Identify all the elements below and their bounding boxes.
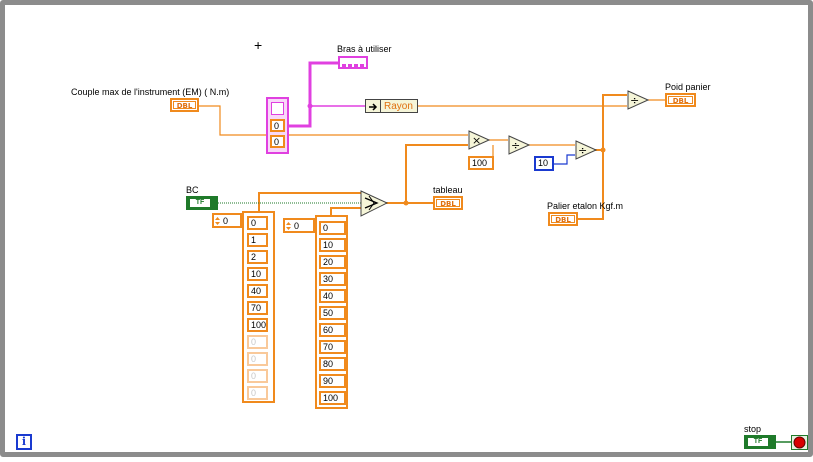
stop-label: stop <box>744 424 762 434</box>
wire-interp-up <box>405 144 468 203</box>
cluster-constant[interactable]: 0 0 <box>266 97 289 154</box>
poid-panier-indicator[interactable]: DBL <box>665 93 696 107</box>
multiply-function[interactable]: × <box>468 130 490 150</box>
array-1-empty-element[interactable]: 0 <box>247 352 268 366</box>
couple-max-control[interactable]: DBL <box>170 98 199 112</box>
bc-label: BC <box>186 185 199 195</box>
dbl-type-label: DBL <box>555 216 571 224</box>
array-2-element[interactable]: 80 <box>319 357 346 371</box>
iteration-info-icon[interactable]: i <box>16 434 32 450</box>
cursor-crosshair-icon: + <box>254 37 263 53</box>
array-2-element[interactable]: 60 <box>319 323 346 337</box>
poid-panier-label: Poid panier <box>665 82 711 92</box>
divide-function-1[interactable]: ÷ <box>508 135 530 155</box>
array-2-index-value[interactable]: 0 <box>294 221 300 231</box>
array-1-element[interactable]: 70 <box>247 301 268 315</box>
cluster-icon <box>342 64 364 68</box>
array-2-element[interactable]: 40 <box>319 289 346 303</box>
array-2-element[interactable]: 0 <box>319 221 346 235</box>
rayon-unbundle-node[interactable]: Rayon <box>365 99 418 113</box>
array-1-empty-element[interactable]: 0 <box>247 335 268 349</box>
wire-cluster-to-bras <box>289 61 338 128</box>
array-1-constant[interactable]: 0 1 2 10 40 70 100 0 0 0 0 <box>242 211 275 403</box>
wire-junction-orange-2 <box>600 147 606 153</box>
array-2-index[interactable]: 0 <box>283 218 315 233</box>
array-1-element[interactable]: 100 <box>247 318 268 332</box>
array-1-element[interactable]: 40 <box>247 284 268 298</box>
constant-10[interactable]: 10 <box>534 156 554 171</box>
bc-boolean-control[interactable]: TF <box>186 196 218 210</box>
divide-function-3[interactable]: ÷ <box>627 90 649 110</box>
cluster-value-2[interactable]: 0 <box>270 135 285 148</box>
divide-icon: ÷ <box>578 144 587 157</box>
bras-indicator[interactable] <box>338 56 368 69</box>
array-1-element[interactable]: 0 <box>247 216 268 230</box>
divide-function-2[interactable]: ÷ <box>575 140 597 160</box>
constant-100[interactable]: 100 <box>468 156 494 170</box>
palier-label: Palier etalon Kgf.m <box>547 201 624 211</box>
array-2-element[interactable]: 20 <box>319 255 346 269</box>
tableau-indicator[interactable]: DBL <box>433 196 463 210</box>
array-1-index-value[interactable]: 0 <box>223 216 229 226</box>
array-2-element[interactable]: 10 <box>319 238 346 252</box>
dbl-type-label: DBL <box>440 200 456 208</box>
rayon-label: Rayon <box>384 101 413 112</box>
loop-condition-terminal[interactable] <box>791 435 808 450</box>
dbl-type-label: DBL <box>672 97 689 105</box>
array-2-element[interactable]: 50 <box>319 306 346 320</box>
array-1-element[interactable]: 2 <box>247 250 268 264</box>
stop-boolean-control[interactable]: TF <box>744 435 776 449</box>
cluster-handle-icon <box>271 102 284 115</box>
array-1-empty-element[interactable]: 0 <box>247 386 268 400</box>
wire-couple-to-multiply <box>198 105 468 136</box>
multiply-icon: × <box>472 134 481 147</box>
tf-type-label: TF <box>748 438 768 446</box>
array-2-element[interactable]: 70 <box>319 340 346 354</box>
wire-array2-in <box>330 207 362 215</box>
array-1-element[interactable]: 1 <box>247 233 268 247</box>
array-2-element[interactable]: 30 <box>319 272 346 286</box>
array-1-element[interactable]: 10 <box>247 267 268 281</box>
divide-icon: ÷ <box>630 94 639 107</box>
couple-max-label: Couple max de l'instrument (EM) ( N.m) <box>71 87 230 97</box>
wires-layer <box>198 61 665 220</box>
unbundle-arrow-icon <box>366 100 381 112</box>
array-1-empty-element[interactable]: 0 <box>247 369 268 383</box>
wire-10-to-div2 <box>553 154 575 165</box>
array-2-constant[interactable]: 0 10 20 30 40 50 60 70 80 90 100 <box>315 215 348 409</box>
wire-junction-orange-1 <box>403 200 409 206</box>
stop-wire-layer <box>776 441 791 443</box>
bras-label: Bras à utiliser <box>337 44 392 54</box>
cluster-value-1[interactable]: 0 <box>270 119 285 132</box>
wire-div2-to-poid <box>595 94 627 151</box>
interpolate-function[interactable] <box>360 190 388 217</box>
index-spinner-icon <box>286 221 291 230</box>
wire-palier <box>577 150 604 220</box>
index-spinner-icon <box>215 216 220 225</box>
array-2-element[interactable]: 90 <box>319 374 346 388</box>
dbl-type-label: DBL <box>176 102 193 110</box>
wire-array1-in <box>258 192 362 215</box>
array-1-index[interactable]: 0 <box>212 213 242 228</box>
array-2-element[interactable]: 100 <box>319 391 346 405</box>
tf-type-label: TF <box>190 199 210 207</box>
palier-control[interactable]: DBL <box>548 212 578 226</box>
wire-junction-pink <box>307 103 313 109</box>
stop-sign-icon <box>793 436 806 449</box>
divide-icon: ÷ <box>511 139 520 152</box>
tableau-label: tableau <box>433 185 463 195</box>
